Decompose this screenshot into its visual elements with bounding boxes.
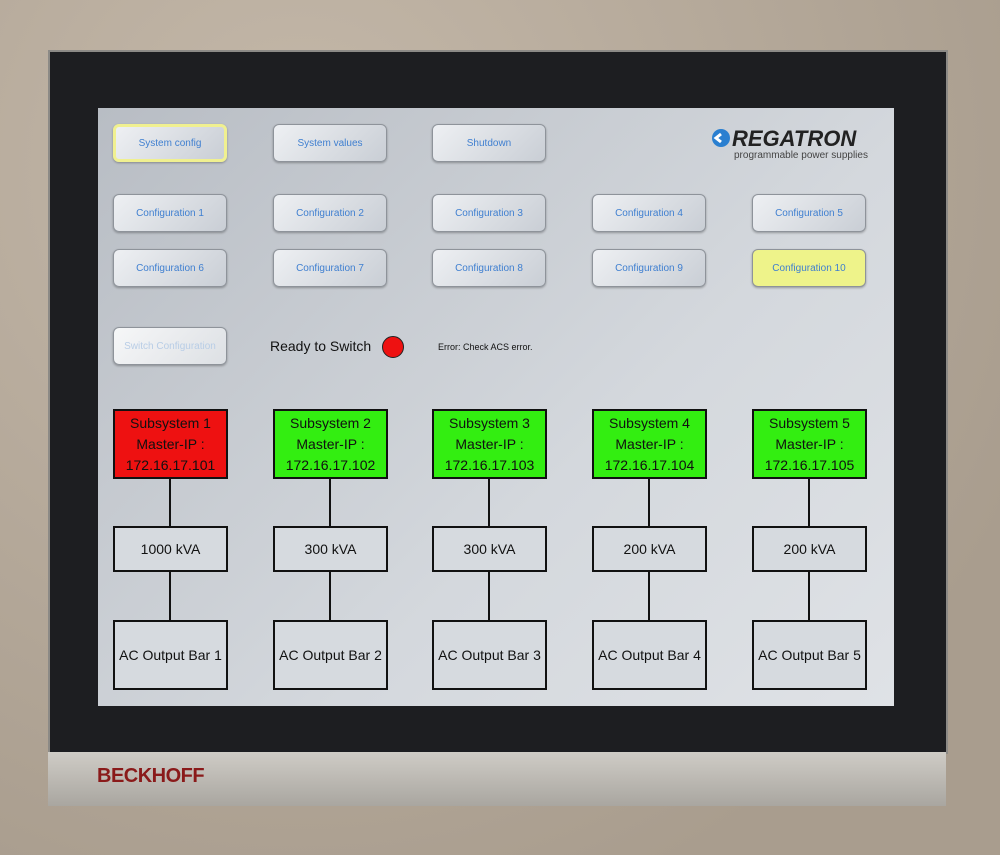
ac-output-bar-3-box: AC Output Bar 3: [432, 620, 547, 690]
subsystem-4-power-box: 200 kVA: [592, 526, 707, 572]
configuration-3-button[interactable]: Configuration 3: [432, 194, 546, 232]
subsystem-3-power-box: 300 kVA: [432, 526, 547, 572]
master-ip-label: Master-IP :: [136, 435, 205, 452]
switch-configuration-button[interactable]: Switch Configuration: [113, 327, 227, 365]
ready-status-indicator: [382, 336, 404, 358]
connector-line: [329, 479, 331, 526]
subsystem-name: Subsystem 5: [769, 414, 850, 431]
system-values-button[interactable]: System values: [273, 124, 387, 162]
master-ip: 172.16.17.103: [444, 456, 535, 473]
output-bar-label: AC Output Bar 3: [438, 646, 541, 663]
beckhoff-brand: BECKHOFF: [97, 765, 205, 787]
master-ip: 172.16.17.105: [764, 456, 855, 473]
subsystem-2-power-box: 300 kVA: [273, 526, 388, 572]
master-ip-label: Master-IP :: [455, 435, 524, 452]
configuration-2-button[interactable]: Configuration 2: [273, 194, 387, 232]
svg-text:programmable power supplies: programmable power supplies: [734, 150, 868, 161]
power-rating: 1000 kVA: [140, 540, 201, 557]
ac-output-bar-2-box: AC Output Bar 2: [273, 620, 388, 690]
master-ip-label: Master-IP :: [775, 435, 844, 452]
connector-line: [648, 572, 650, 620]
master-ip-label: Master-IP :: [615, 435, 684, 452]
svg-text:REGATRON: REGATRON: [732, 126, 857, 151]
connector-line: [329, 572, 331, 620]
ac-output-bar-1-box: AC Output Bar 1: [113, 620, 228, 690]
subsystem-5-power-box: 200 kVA: [752, 526, 867, 572]
ac-output-bar-5-box: AC Output Bar 5: [752, 620, 867, 690]
subsystem-2-box[interactable]: Subsystem 2 Master-IP : 172.16.17.102: [273, 409, 388, 479]
output-bar-label: AC Output Bar 2: [279, 646, 382, 663]
subsystem-name: Subsystem 3: [449, 414, 530, 431]
configuration-5-button[interactable]: Configuration 5: [752, 194, 866, 232]
subsystem-1-box[interactable]: Subsystem 1 Master-IP : 172.16.17.101: [113, 409, 228, 479]
subsystem-3-box[interactable]: Subsystem 3 Master-IP : 172.16.17.103: [432, 409, 547, 479]
master-ip-label: Master-IP :: [296, 435, 365, 452]
subsystem-1-power-box: 1000 kVA: [113, 526, 228, 572]
subsystem-name: Subsystem 1: [130, 414, 211, 431]
configuration-8-button[interactable]: Configuration 8: [432, 249, 546, 287]
connector-line: [488, 572, 490, 620]
configuration-7-button[interactable]: Configuration 7: [273, 249, 387, 287]
ac-output-bar-4-box: AC Output Bar 4: [592, 620, 707, 690]
power-rating: 300 kVA: [463, 540, 516, 557]
power-rating: 200 kVA: [623, 540, 676, 557]
output-bar-label: AC Output Bar 5: [758, 646, 861, 663]
configuration-6-button[interactable]: Configuration 6: [113, 249, 227, 287]
power-rating: 200 kVA: [783, 540, 836, 557]
connector-line: [808, 572, 810, 620]
power-rating: 300 kVA: [304, 540, 357, 557]
regatron-logo: REGATRON programmable power supplies: [710, 126, 875, 167]
connector-line: [488, 479, 490, 526]
panel-bottom-strip: [48, 752, 946, 806]
system-config-button[interactable]: System config: [113, 124, 227, 162]
subsystem-5-box[interactable]: Subsystem 5 Master-IP : 172.16.17.105: [752, 409, 867, 479]
ready-to-switch-label: Ready to Switch: [270, 338, 372, 354]
connector-line: [808, 479, 810, 526]
connector-line: [169, 479, 171, 526]
configuration-4-button[interactable]: Configuration 4: [592, 194, 706, 232]
output-bar-label: AC Output Bar 4: [598, 646, 701, 663]
master-ip: 172.16.17.104: [604, 456, 695, 473]
configuration-10-button[interactable]: Configuration 10: [752, 249, 866, 287]
master-ip: 172.16.17.102: [285, 456, 376, 473]
master-ip: 172.16.17.101: [125, 456, 216, 473]
configuration-1-button[interactable]: Configuration 1: [113, 194, 227, 232]
connector-line: [169, 572, 171, 620]
subsystem-name: Subsystem 4: [609, 414, 690, 431]
output-bar-label: AC Output Bar 1: [119, 646, 222, 663]
configuration-9-button[interactable]: Configuration 9: [592, 249, 706, 287]
hmi-screen: REGATRON programmable power supplies Sys…: [98, 108, 894, 706]
shutdown-button[interactable]: Shutdown: [432, 124, 546, 162]
subsystem-4-box[interactable]: Subsystem 4 Master-IP : 172.16.17.104: [592, 409, 707, 479]
connector-line: [648, 479, 650, 526]
subsystem-name: Subsystem 2: [290, 414, 371, 431]
error-message: Error: Check ACS error.: [438, 342, 533, 352]
